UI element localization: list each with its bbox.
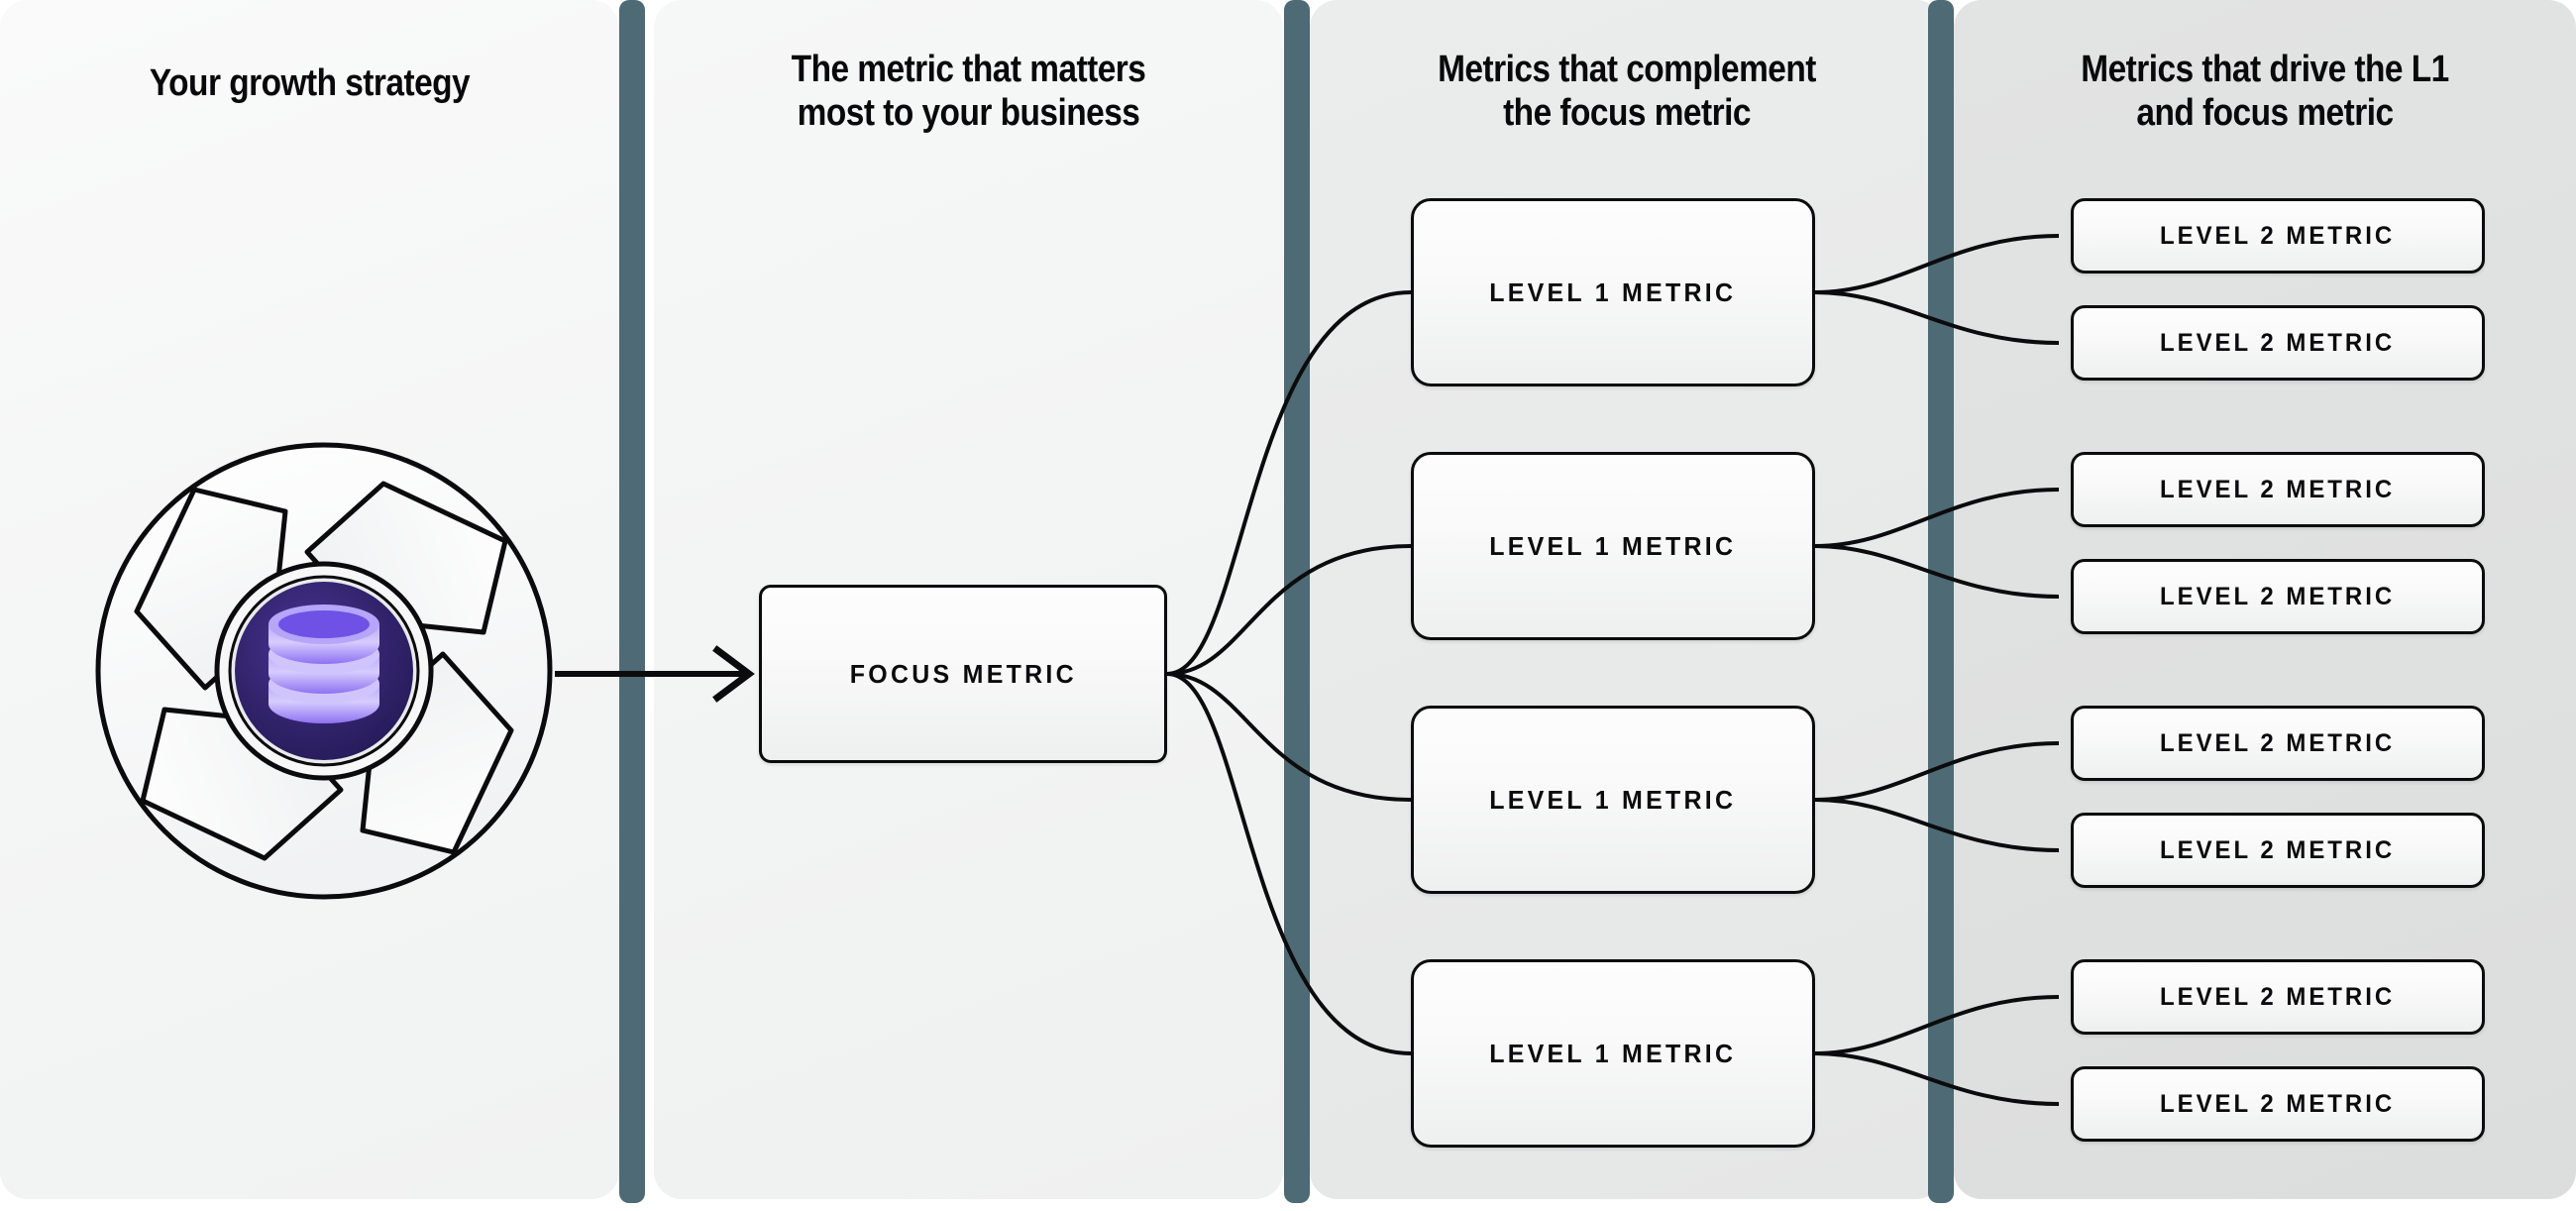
aperture-database-logo — [87, 434, 561, 908]
column-heading-level1-metrics: Metrics that complement the focus metric — [1438, 49, 1816, 135]
level1-metric-node[interactable]: LEVEL 1 METRIC — [1411, 706, 1815, 894]
level2-metric-node[interactable]: LEVEL 2 METRIC — [2071, 559, 2485, 634]
level2-metric-label: LEVEL 2 METRIC — [2160, 1089, 2396, 1118]
column-heading-growth-strategy: Your growth strategy — [149, 62, 471, 104]
level1-metric-node[interactable]: LEVEL 1 METRIC — [1411, 198, 1815, 386]
column-divider-3 — [1928, 0, 1954, 1203]
level1-metric-label: LEVEL 1 METRIC — [1489, 530, 1737, 561]
level1-metric-label: LEVEL 1 METRIC — [1489, 276, 1737, 307]
level2-metric-label: LEVEL 2 METRIC — [2160, 582, 2396, 610]
level2-metric-label: LEVEL 2 METRIC — [2160, 982, 2396, 1011]
level2-metric-node[interactable]: LEVEL 2 METRIC — [2071, 305, 2485, 381]
level1-metric-node[interactable]: LEVEL 1 METRIC — [1411, 452, 1815, 640]
level2-metric-node[interactable]: LEVEL 2 METRIC — [2071, 959, 2485, 1035]
level2-metric-node[interactable]: LEVEL 2 METRIC — [2071, 706, 2485, 781]
column-divider-1 — [619, 0, 645, 1203]
level2-metric-label: LEVEL 2 METRIC — [2160, 728, 2396, 757]
level1-metric-label: LEVEL 1 METRIC — [1489, 784, 1737, 815]
level2-metric-node[interactable]: LEVEL 2 METRIC — [2071, 813, 2485, 888]
database-icon — [268, 605, 379, 723]
level2-metric-label: LEVEL 2 METRIC — [2160, 221, 2396, 250]
level2-metric-label: LEVEL 2 METRIC — [2160, 835, 2396, 864]
level2-metric-node[interactable]: LEVEL 2 METRIC — [2071, 452, 2485, 527]
column-heading-focus-metric: The metric that matters most to your bus… — [791, 49, 1146, 135]
level1-metric-node[interactable]: LEVEL 1 METRIC — [1411, 959, 1815, 1148]
focus-metric-label: FOCUS METRIC — [849, 658, 1077, 689]
focus-metric-node[interactable]: FOCUS METRIC — [759, 585, 1167, 763]
level2-metric-node[interactable]: LEVEL 2 METRIC — [2071, 1066, 2485, 1142]
column-heading-level2-metrics: Metrics that drive the L1 and focus metr… — [2081, 49, 2449, 135]
column-divider-2 — [1284, 0, 1310, 1203]
level2-metric-label: LEVEL 2 METRIC — [2160, 328, 2396, 357]
level2-metric-label: LEVEL 2 METRIC — [2160, 475, 2396, 503]
level1-metric-label: LEVEL 1 METRIC — [1489, 1038, 1737, 1068]
level2-metric-node[interactable]: LEVEL 2 METRIC — [2071, 198, 2485, 274]
